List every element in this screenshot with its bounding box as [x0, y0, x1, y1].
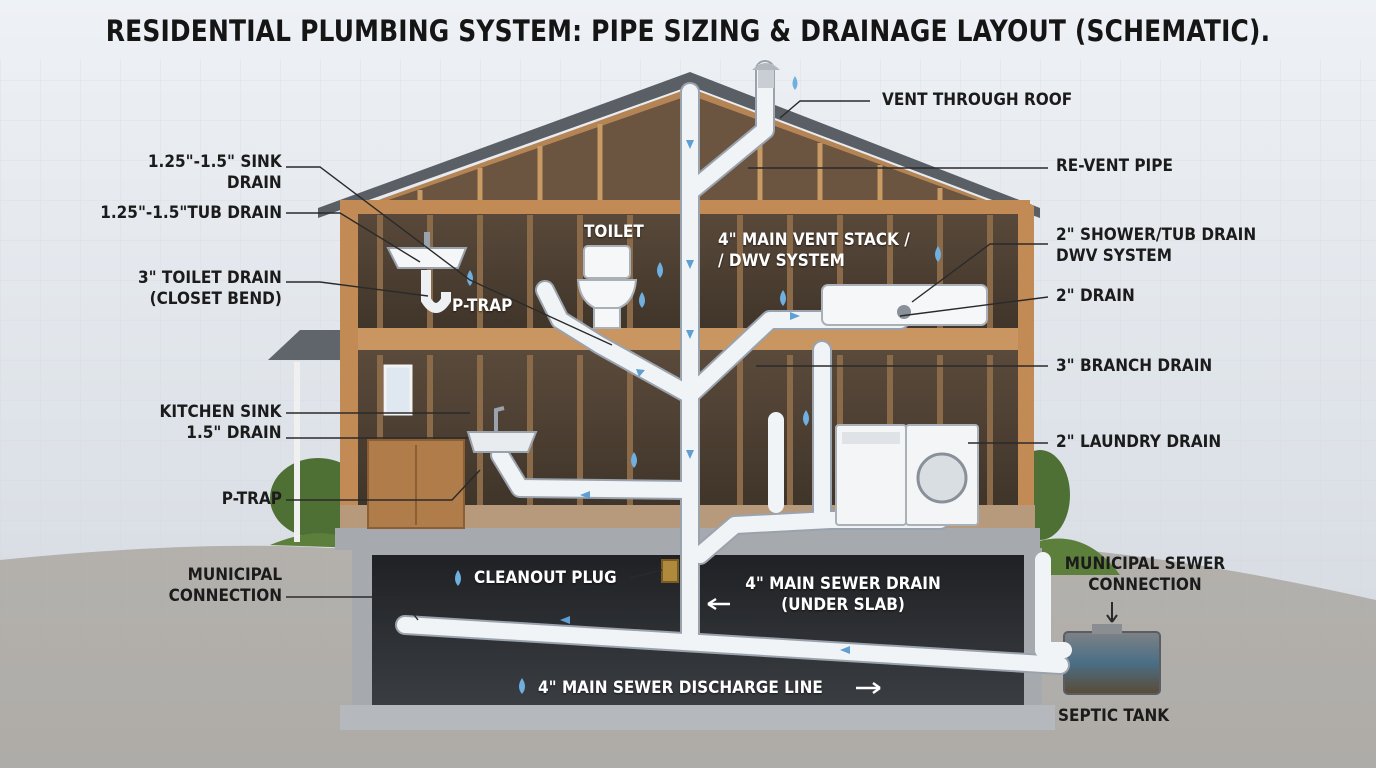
footing — [340, 705, 1055, 730]
label-shower-tub-drain: 2" SHOWER/TUB DRAIN DWV SYSTEM — [1056, 225, 1257, 266]
label-tub-drain: 1.25"-1.5"TUB DRAIN — [100, 203, 282, 223]
diagram-title: RESIDENTIAL PLUMBING SYSTEM: PIPE SIZING… — [105, 14, 1271, 48]
label-sink-drain: 1.25"-1.5" SINK DRAIN — [148, 152, 282, 193]
kitchen-sink-icon — [466, 431, 538, 453]
water-drop-icon — [455, 76, 941, 694]
label-septic-tank: SEPTIC TANK — [1058, 706, 1170, 726]
label-municipal-sewer-connection: MUNICIPAL SEWER CONNECTION — [1064, 554, 1226, 595]
septic-tank-icon — [1063, 631, 1161, 695]
toilet-icon — [576, 245, 638, 329]
cleanout-plug-icon — [661, 559, 679, 583]
label-branch-drain: 3" BRANCH DRAIN — [1056, 356, 1213, 376]
label-municipal-connection: MUNICIPAL CONNECTION — [168, 565, 282, 606]
re-vent-pipe — [682, 62, 773, 200]
washer-icon — [835, 424, 907, 526]
label-discharge-line: 4" MAIN SEWER DISCHARGE LINE — [538, 678, 823, 698]
label-main-sewer-drain: 4" MAIN SEWER DRAIN (UNDER SLAB) — [745, 574, 941, 615]
main-sewer-arrow — [707, 597, 730, 611]
flow-arrow-icon — [560, 140, 880, 654]
municipal-arrow — [1106, 602, 1118, 623]
label-toilet: TOILET — [584, 222, 644, 242]
left-wall-frame — [340, 205, 358, 545]
p-trap-upper-pipe — [421, 270, 451, 313]
main-sewer-pipe — [397, 617, 1068, 673]
label-toilet-drain: 3" TOILET DRAIN (CLOSET BEND) — [138, 268, 282, 309]
label-main-vent-stack: 4" MAIN VENT STACK / / DWV SYSTEM — [718, 230, 910, 271]
right-wall-frame — [1018, 205, 1034, 545]
dryer-icon — [905, 424, 979, 526]
septic-lid — [1092, 624, 1122, 634]
label-cleanout-plug: CLEANOUT PLUG — [474, 568, 617, 588]
outfall-pipe — [1035, 552, 1072, 658]
bathtub-icon — [821, 284, 988, 326]
leader-lines — [286, 100, 1049, 621]
sink-icon — [386, 247, 468, 269]
discharge-arrow — [856, 682, 881, 694]
porch-post — [294, 362, 300, 542]
label-laundry-drain: 2" LAUNDRY DRAIN — [1056, 432, 1222, 452]
label-p-trap-lower: P-TRAP — [221, 489, 282, 509]
kitchen-drain-pipe — [492, 447, 698, 538]
porch-roof — [268, 330, 355, 360]
label-kitchen-sink: KITCHEN SINK 1.5" DRAIN — [160, 402, 282, 443]
label-re-vent-pipe: RE-VENT PIPE — [1056, 156, 1173, 176]
label-vent-through-roof: VENT THROUGH ROOF — [882, 90, 1073, 110]
label-two-inch-drain: 2" DRAIN — [1056, 286, 1135, 306]
window — [383, 364, 413, 416]
label-p-trap-upper: P-TRAP — [452, 296, 513, 316]
